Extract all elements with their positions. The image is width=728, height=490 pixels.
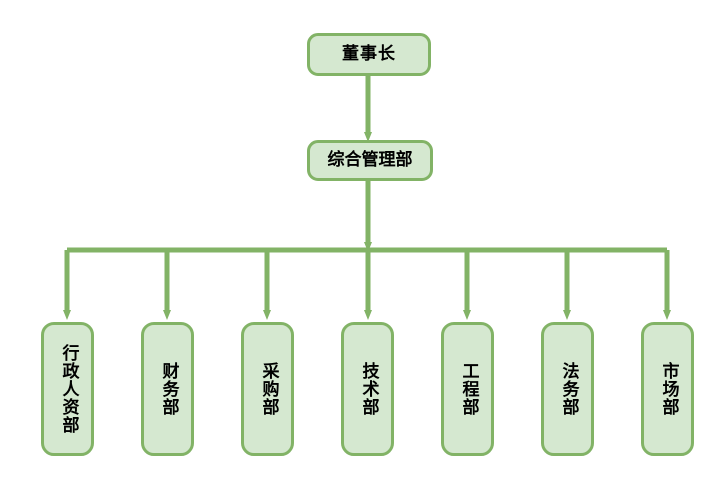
node-finance-dept-label: 财务部: [158, 362, 179, 416]
node-technology-dept-label: 技术部: [358, 362, 379, 416]
node-legal-dept-label: 法务部: [558, 362, 579, 416]
node-marketing-dept[interactable]: 市场部: [641, 322, 694, 456]
node-admin-hr-dept[interactable]: 行政人资部: [41, 322, 94, 456]
node-legal-dept[interactable]: 法务部: [541, 322, 594, 456]
node-chairman[interactable]: 董事长: [307, 33, 431, 76]
node-marketing-dept-label: 市场部: [658, 362, 679, 416]
node-general-management-dept-label: 综合管理部: [327, 150, 413, 170]
node-general-management-dept[interactable]: 综合管理部: [307, 140, 433, 181]
node-chairman-label: 董事长: [342, 44, 396, 64]
node-engineering-dept-label: 工程部: [458, 362, 479, 416]
node-technology-dept[interactable]: 技术部: [341, 322, 394, 456]
node-admin-hr-dept-label: 行政人资部: [58, 344, 79, 434]
node-finance-dept[interactable]: 财务部: [141, 322, 194, 456]
node-engineering-dept[interactable]: 工程部: [441, 322, 494, 456]
node-procurement-dept-label: 采购部: [258, 362, 279, 416]
node-procurement-dept[interactable]: 采购部: [241, 322, 294, 456]
